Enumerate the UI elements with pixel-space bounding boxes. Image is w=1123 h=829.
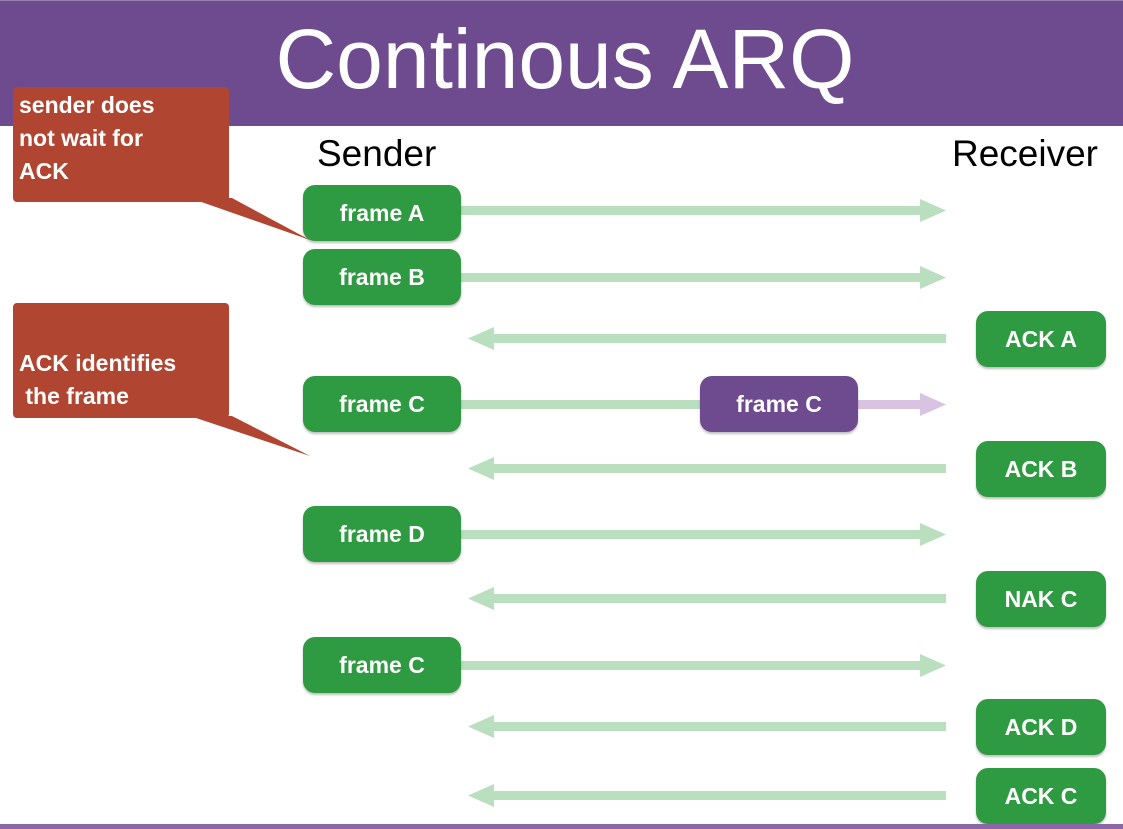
arrow-nak-c: [468, 587, 946, 610]
sender-frame-a: frame A: [303, 185, 461, 241]
callout-ack-identifies: ACK identifies the frame: [13, 303, 229, 418]
receiver-column-label: Receiver: [952, 133, 1098, 174]
receiver-nak-c: NAK C: [976, 571, 1106, 627]
callout-line: ACK identifies: [19, 350, 177, 376]
receiver-ack-d: ACK D: [976, 699, 1106, 755]
sender-frame-b: frame B: [303, 249, 461, 305]
callout-line: ACK: [19, 158, 69, 184]
callout-line: sender does: [19, 92, 155, 118]
callout-line: not wait for: [19, 125, 143, 151]
arrow-ack-c: [468, 784, 946, 807]
in-transit-frame-c: frame C: [700, 376, 858, 432]
arrow-frame-d: [460, 523, 946, 546]
callout-sender-no-wait: sender does not wait for ACK: [13, 87, 229, 202]
sender-column-label: Sender: [317, 133, 437, 174]
arrow-ack-d: [468, 715, 946, 738]
arrow-ack-a: [468, 327, 946, 350]
slide-title: Continous ARQ: [275, 12, 855, 106]
arrow-frame-b: [460, 266, 946, 289]
receiver-ack-b: ACK B: [976, 441, 1106, 497]
bottom-border: [0, 824, 1123, 829]
callout-line: the frame: [19, 383, 129, 409]
arrow-ack-b: [468, 457, 946, 480]
sender-frame-d: frame D: [303, 506, 461, 562]
sender-frame-c: frame C: [303, 376, 461, 432]
callout-tail-1: [190, 198, 310, 240]
arrow-frame-c-resend: [460, 654, 946, 677]
sender-frame-c-resend: frame C: [303, 637, 461, 693]
callout-tail-2: [190, 416, 310, 456]
arrow-frame-a: [460, 199, 946, 222]
receiver-ack-a: ACK A: [976, 311, 1106, 367]
receiver-ack-c: ACK C: [976, 768, 1106, 824]
arrow-frame-c-first: [460, 393, 946, 416]
